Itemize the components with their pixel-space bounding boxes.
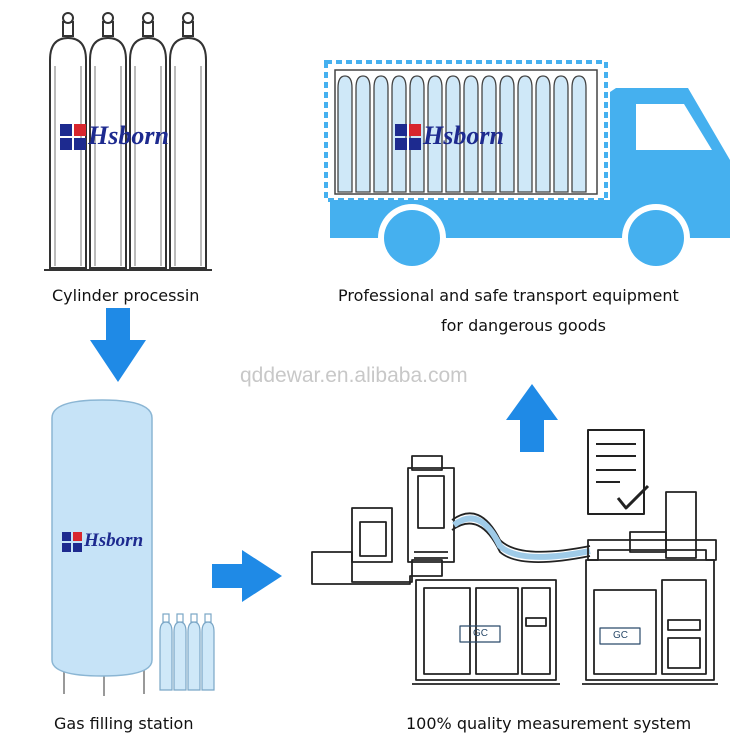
brand-wordmark-cylinders: Hsborn xyxy=(88,121,169,150)
caption-cylinder-processing: Cylinder processin xyxy=(52,286,200,305)
gas-cylinder xyxy=(89,12,127,269)
brand-wordmark-tank: Hsborn xyxy=(84,530,144,551)
small-cylinder-group xyxy=(159,613,215,691)
gas-cylinder xyxy=(129,12,167,269)
caption-transport-line1: Professional and safe transport equipmen… xyxy=(338,286,679,305)
instrument-tower-right xyxy=(665,491,697,559)
storage-tank xyxy=(51,399,153,696)
gas-cylinder xyxy=(169,12,207,269)
instrument-cabinet-left xyxy=(415,579,557,681)
cylinder-group xyxy=(44,12,212,271)
brand-logo-mark xyxy=(395,124,421,150)
truck xyxy=(324,60,730,272)
cargo-cylinders xyxy=(337,75,587,193)
caption-transport-line2: for dangerous goods xyxy=(441,316,606,335)
instrument-tower-left xyxy=(407,467,455,563)
truck-chassis xyxy=(330,200,615,238)
gas-cylinder xyxy=(49,12,87,269)
gc-display xyxy=(459,625,501,643)
brand-wordmark-truck: Hsborn xyxy=(423,121,504,150)
caption-gas-filling-station: Gas filling station xyxy=(54,714,194,733)
arrow-right-icon xyxy=(212,550,282,602)
brand-logo-mark xyxy=(60,124,86,150)
gc-label: GC xyxy=(473,628,488,639)
checklist-icon xyxy=(587,429,650,515)
arrow-down-icon xyxy=(90,308,146,382)
caption-quality-measurement: 100% quality measurement system xyxy=(406,714,692,733)
arrow-up-icon xyxy=(506,384,558,452)
gc-label: GC xyxy=(613,630,628,641)
measurement-system xyxy=(311,455,718,685)
instrument-cabinet-right xyxy=(585,559,715,681)
watermark: qddewar.en.alibaba.com xyxy=(240,364,468,387)
truck-window xyxy=(636,104,712,150)
truck-wheel-rear xyxy=(378,204,446,272)
truck-wheel-front xyxy=(622,204,690,272)
brand-logo-mark xyxy=(62,532,82,552)
instrument-bench-left xyxy=(311,551,443,585)
gc-display xyxy=(599,627,641,645)
